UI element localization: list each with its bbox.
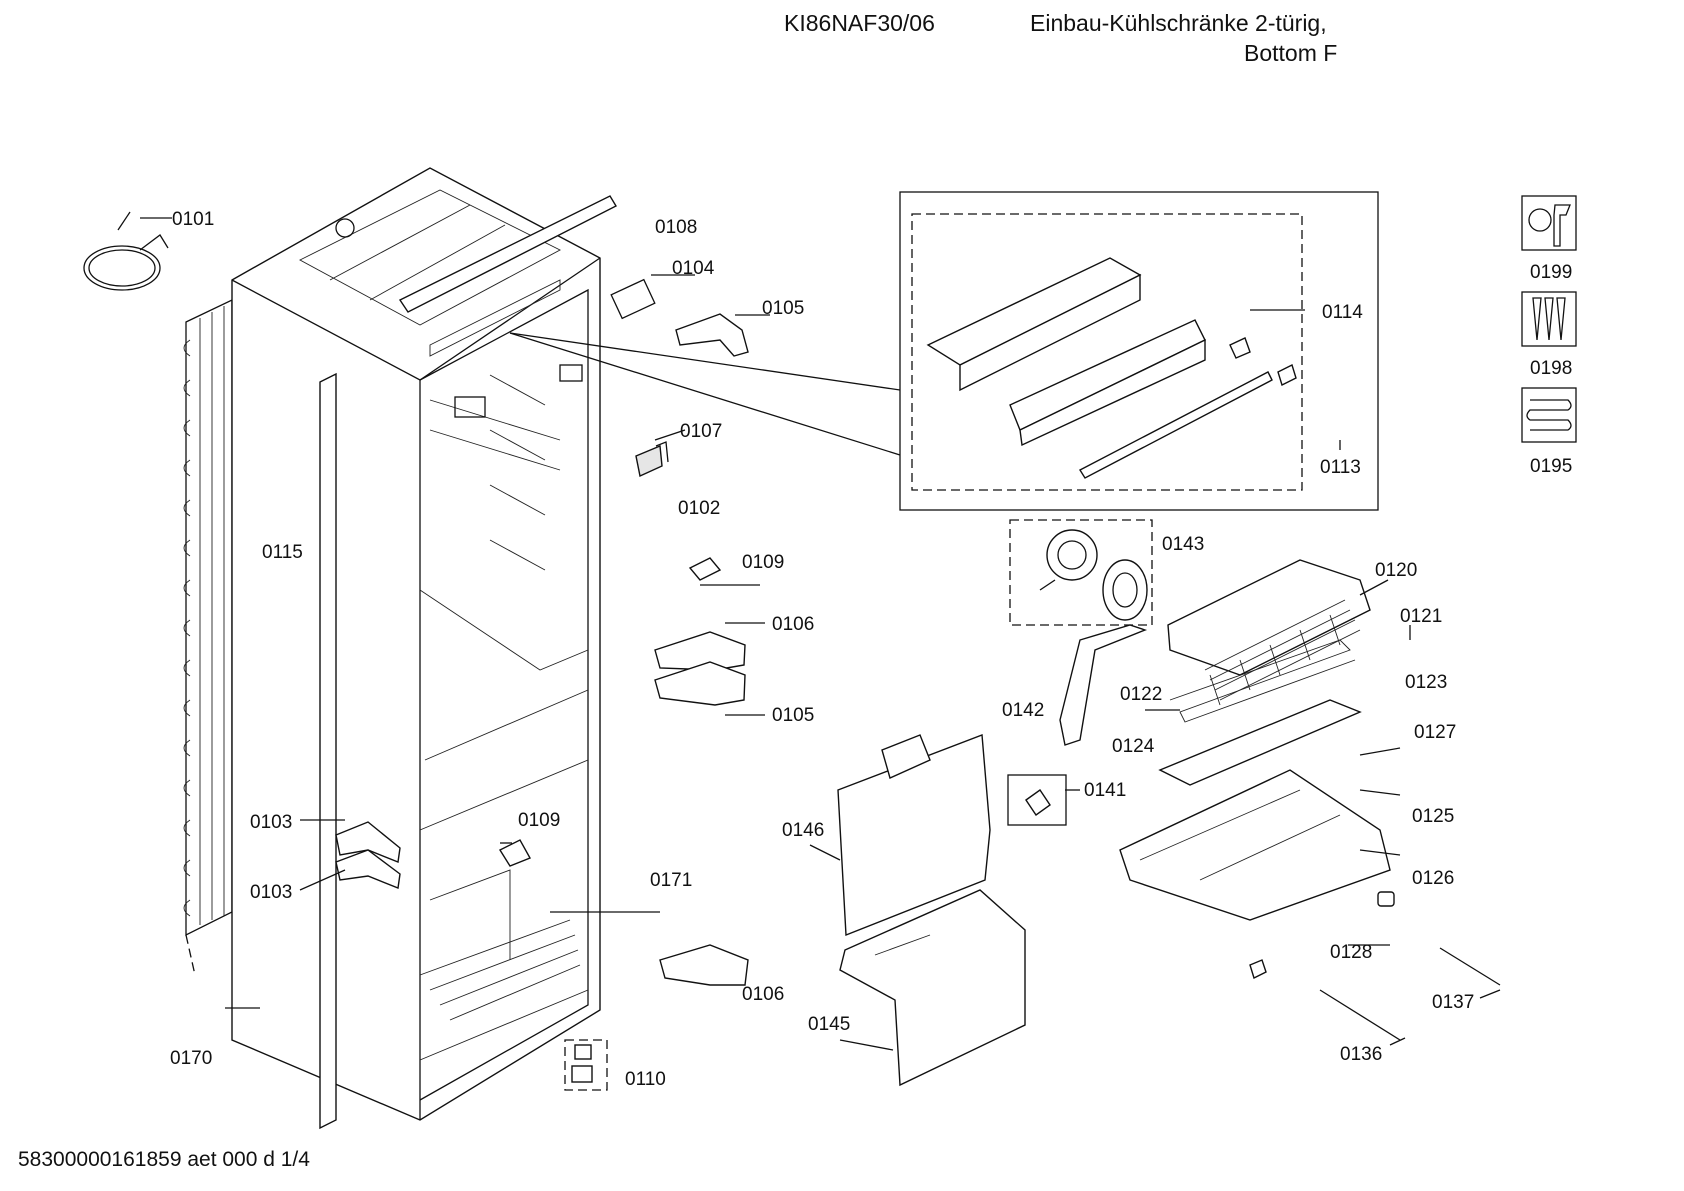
label-0109-top: 0109: [742, 552, 784, 573]
bracket-0103-bottom: [335, 849, 401, 889]
refrigerator-cabinet: [231, 167, 617, 1121]
label-0123: 0123: [1405, 672, 1447, 693]
label-0103-bottom: 0103: [250, 882, 292, 903]
sensor-cable-0136: [1319, 989, 1401, 1041]
feet-0110-group: [564, 1039, 608, 1091]
label-0121: 0121: [1400, 606, 1442, 627]
air-duct-0142: [1059, 624, 1148, 746]
duct-cover-0145: [839, 889, 1026, 1087]
label-0106-bottom: 0106: [742, 984, 784, 1005]
label-0199: 0199: [1530, 262, 1572, 283]
label-0109-bottom: 0109: [518, 810, 560, 831]
label-0128: 0128: [1330, 942, 1372, 963]
label-0170: 0170: [170, 1048, 212, 1069]
label-0127: 0127: [1414, 722, 1456, 743]
label-0120: 0120: [1375, 560, 1417, 581]
label-0143: 0143: [1162, 534, 1204, 555]
label-0107: 0107: [680, 421, 722, 442]
label-0113: 0113: [1320, 457, 1361, 478]
label-0136: 0136: [1340, 1044, 1382, 1065]
rear-panel-0146: [837, 734, 991, 937]
heater-coil-0122: [1169, 639, 1356, 723]
heater-coil-icon: [1521, 387, 1577, 443]
leader-lines: [140, 217, 1501, 1051]
evaporator-cover-0120: [1167, 559, 1371, 676]
wrench-screw-icon: [1521, 195, 1577, 251]
condenser-coil: [183, 298, 233, 976]
sensor-cable-0137: [1439, 947, 1501, 986]
label-0115: 0115: [262, 542, 303, 563]
label-0103-top: 0103: [250, 812, 292, 833]
bracket-0103-top: [335, 821, 401, 863]
lamp-0141: [1025, 789, 1051, 816]
label-0146: 0146: [782, 820, 824, 841]
label-0114: 0114: [1322, 302, 1363, 323]
screws-icon: [1521, 291, 1577, 347]
electronics-kit-boundary: [911, 213, 1303, 491]
plug-0126: [1377, 891, 1395, 907]
label-0104: 0104: [672, 258, 715, 279]
label-0125: 0125: [1412, 806, 1454, 827]
lamp-0141-frame: [1007, 774, 1067, 826]
label-0195: 0195: [1530, 456, 1572, 477]
label-0106-top: 0106: [772, 614, 814, 635]
label-0137: 0137: [1432, 992, 1474, 1013]
label-0110: 0110: [625, 1069, 666, 1090]
small-knob-0114: [1229, 337, 1251, 359]
label-0105-top: 0105: [762, 298, 804, 319]
label-0198: 0198: [1530, 358, 1572, 379]
fan-kit-boundary: [1009, 519, 1153, 626]
label-0171: 0171: [650, 870, 692, 891]
hinge-0105-bottom: [654, 661, 746, 706]
electronics-inset-frame: [899, 191, 1379, 511]
sensor-0128: [1249, 959, 1267, 979]
label-0102: 0102: [678, 498, 720, 519]
fan-0143: [1039, 529, 1148, 621]
evaporator-0121: [1204, 599, 1361, 706]
model-number: KI86NAF30/06: [784, 10, 935, 36]
hinge-0105-top: [675, 313, 749, 357]
label-0142: 0142: [1002, 700, 1044, 721]
drip-tray-0125: [1158, 699, 1362, 786]
clip-0109-top: [688, 557, 722, 581]
label-0101: 0101: [172, 209, 214, 230]
evaporator-housing-0126: [1119, 769, 1391, 921]
door-seal-strip: [319, 372, 337, 1130]
part-labels: 0101 0108 0104 0105 0107 0102 0109 0106 …: [170, 209, 1572, 1090]
label-0126: 0126: [1412, 868, 1454, 889]
cover-0102: [635, 444, 663, 478]
label-0145: 0145: [808, 1014, 850, 1035]
appliance-description-line2: Bottom F: [1244, 40, 1338, 62]
label-0108: 0108: [655, 217, 697, 238]
clip-0109-bottom: [498, 839, 531, 867]
power-cord: [83, 211, 169, 291]
hinge-0106-top: [654, 631, 746, 671]
label-0141: 0141: [1084, 780, 1126, 801]
control-module: [926, 257, 1297, 479]
label-0122: 0122: [1120, 684, 1162, 705]
document-id: 58300000161859 aet 000 d 1/4: [18, 1148, 310, 1171]
label-0124: 0124: [1112, 736, 1155, 757]
hinge-0106-bottom: [659, 944, 749, 986]
cover-plate-0104: [610, 278, 656, 320]
label-0105-bottom: 0105: [772, 705, 814, 726]
appliance-description: Einbau-Kühlschränke 2-türig,: [1030, 10, 1327, 36]
